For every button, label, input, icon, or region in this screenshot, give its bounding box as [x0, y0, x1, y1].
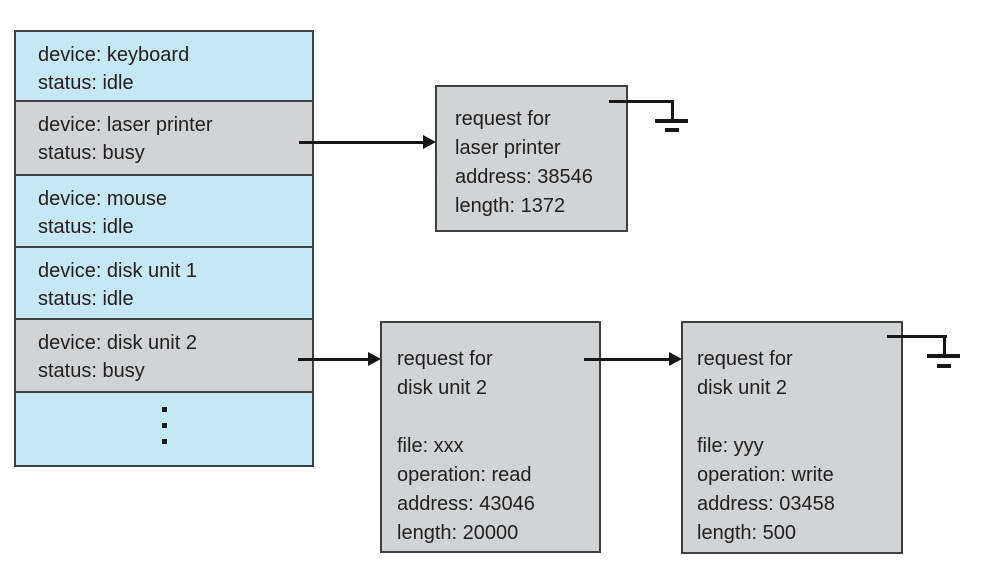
- arrowhead-icon: [368, 352, 381, 366]
- request-address: address: 03458: [697, 493, 835, 515]
- ground-terminator-icon: [927, 354, 960, 358]
- ground-terminator-icon: [609, 100, 674, 103]
- spacer: [697, 403, 901, 432]
- request-address: address: 38546: [455, 166, 593, 188]
- device-label: device: disk unit 2: [38, 332, 197, 354]
- request-length: length: 500: [697, 522, 796, 544]
- device-row-mouse: device: mouse status: idle: [16, 176, 312, 248]
- request-address: address: 43046: [397, 493, 535, 515]
- status-label: status: idle: [38, 72, 134, 94]
- ground-terminator-icon: [943, 335, 946, 358]
- arrowhead-icon: [423, 135, 436, 149]
- ground-terminator-icon: [655, 119, 688, 123]
- request-title: request for: [397, 348, 493, 370]
- ground-terminator-icon: [887, 335, 947, 338]
- request-title: request for: [455, 108, 551, 130]
- request-device: laser printer: [455, 137, 561, 159]
- device-label: device: keyboard: [38, 44, 190, 66]
- ground-terminator-icon: [665, 128, 679, 132]
- request-node-laser-printer: request for laser printer address: 38546…: [435, 85, 628, 232]
- device-label: device: laser printer: [38, 114, 213, 136]
- status-label: status: idle: [38, 216, 134, 238]
- ground-terminator-icon: [671, 100, 674, 123]
- request-length: length: 20000: [397, 522, 519, 544]
- ground-terminator-icon: [937, 364, 951, 368]
- request-operation: operation: read: [397, 464, 532, 486]
- arrow-disk-unit-2-queue: [298, 358, 373, 361]
- device-label: device: disk unit 1: [38, 260, 197, 282]
- arrowhead-icon: [669, 352, 682, 366]
- request-file: file: xxx: [397, 435, 464, 457]
- request-file: file: yyy: [697, 435, 764, 457]
- device-row-disk-unit-2: device: disk unit 2 status: busy: [16, 320, 312, 393]
- request-title: request for: [697, 348, 793, 370]
- request-operation: operation: write: [697, 464, 834, 486]
- device-row-keyboard: device: keyboard status: idle: [16, 32, 312, 102]
- request-node-disk-unit-2-first: request for disk unit 2 file: xxx operat…: [380, 321, 601, 553]
- request-device: disk unit 2: [697, 377, 788, 399]
- status-label: status: idle: [38, 288, 134, 310]
- device-row-laser-printer: device: laser printer status: busy: [16, 102, 312, 176]
- device-row-more: [16, 393, 312, 465]
- request-length: length: 1372: [455, 195, 566, 217]
- status-label: status: busy: [38, 360, 145, 382]
- status-label: status: busy: [38, 142, 145, 164]
- device-row-disk-unit-1: device: disk unit 1 status: idle: [16, 248, 312, 320]
- arrow-disk-request-next: [584, 358, 674, 361]
- request-device: disk unit 2: [397, 377, 488, 399]
- request-node-disk-unit-2-second: request for disk unit 2 file: yyy operat…: [681, 321, 903, 554]
- device-label: device: mouse: [38, 188, 167, 210]
- vertical-ellipsis-icon: [16, 407, 312, 444]
- spacer: [397, 403, 599, 432]
- arrow-laser-printer-queue: [299, 141, 430, 144]
- device-status-table: device: keyboard status: idle device: la…: [14, 30, 314, 467]
